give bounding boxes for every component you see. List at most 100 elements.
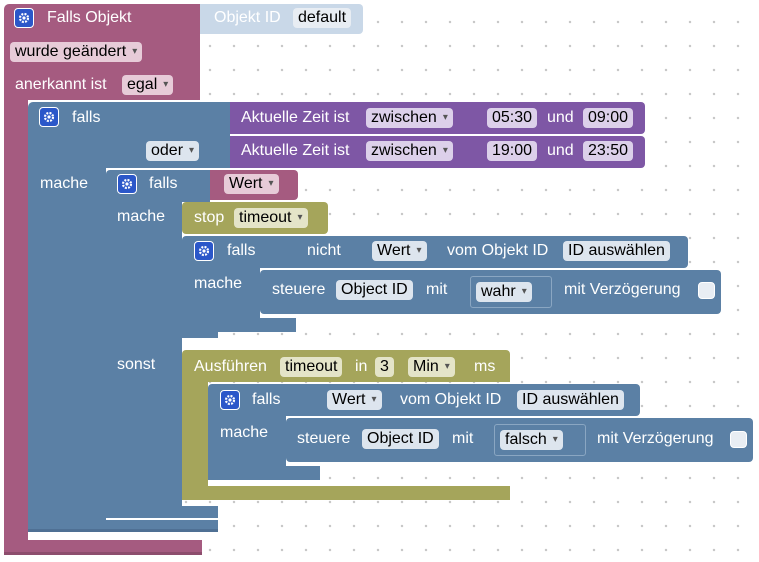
triangle-down-icon: ▾: [442, 145, 448, 156]
control-2-value-socket: [494, 424, 586, 456]
if-block-1-shadow: [28, 529, 218, 532]
triangle-down-icon: ▾: [132, 46, 138, 57]
control-1-bool-value: wahr: [481, 283, 516, 301]
trigger-block-spine: [4, 90, 28, 540]
control-2-delay-checkbox[interactable]: [730, 431, 747, 448]
get-value-2-vom-label: vom Objekt ID: [400, 391, 502, 408]
timeout-block-spine: [182, 382, 208, 488]
trigger-block-footer: [4, 540, 202, 554]
gear-icon[interactable]: [39, 107, 59, 127]
triangle-down-icon: ▾: [297, 212, 303, 223]
trigger-title: Falls Objekt: [47, 9, 132, 26]
objekt-id-label: Objekt ID: [214, 9, 281, 26]
triangle-down-icon: ▾: [521, 286, 527, 297]
control-2-label: steuere: [297, 430, 351, 447]
time-2-und-label: und: [547, 142, 574, 159]
stop-timeout-value: timeout: [239, 209, 292, 227]
not-block[interactable]: [292, 236, 366, 268]
if-2-falls-label: falls: [149, 175, 178, 192]
triangle-down-icon: ▾: [442, 112, 448, 123]
control-2-mit-label: mit: [452, 430, 474, 447]
stop-timeout-dropdown[interactable]: timeout ▾: [234, 208, 308, 228]
or-dropdown[interactable]: oder ▾: [146, 141, 200, 161]
if-block-3-spine: [182, 268, 260, 320]
control-1-object-id-field[interactable]: Object ID: [336, 280, 413, 300]
time-2-op-dropdown[interactable]: zwischen ▾: [366, 141, 453, 161]
time-1-op-dropdown[interactable]: zwischen ▾: [366, 108, 453, 128]
if-1-mache-label: mache: [40, 175, 89, 192]
timeout-name-field[interactable]: timeout: [280, 357, 343, 377]
if-2-mache-label: mache: [117, 208, 166, 225]
triangle-down-icon: ▾: [189, 145, 195, 156]
timeout-unit-dropdown[interactable]: Min ▾: [408, 357, 455, 377]
if-4-falls-label: falls: [252, 391, 281, 408]
get-value-1-vom-label: vom Objekt ID: [447, 242, 549, 259]
time-2-prefix: Aktuelle Zeit ist: [241, 142, 350, 159]
gear-icon[interactable]: [14, 8, 34, 28]
time-2-op: zwischen: [371, 142, 437, 160]
triangle-down-icon: ▾: [163, 79, 169, 90]
if-3-falls-label: falls: [227, 242, 256, 259]
or-value: oder: [151, 142, 184, 160]
control-1-bool-dropdown[interactable]: wahr ▾: [476, 282, 532, 302]
if-1-falls-label: falls: [72, 109, 101, 126]
time-1-from-field[interactable]: 05:30: [487, 108, 538, 128]
control-2-delay-label: mit Verzögerung: [597, 430, 714, 447]
timeout-ms-label: ms: [474, 358, 496, 375]
if-3-mache-label: mache: [194, 275, 243, 292]
triangle-down-icon: ▾: [416, 245, 422, 256]
control-2-object-id-field[interactable]: Object ID: [362, 429, 439, 449]
control-2-bool-value: falsch: [505, 431, 547, 449]
timeout-in-label: in: [355, 358, 368, 375]
control-1-value-socket: [470, 276, 552, 308]
time-1-prefix: Aktuelle Zeit ist: [241, 109, 350, 126]
get-value-1-id-field[interactable]: ID auswählen: [563, 241, 670, 261]
control-1-delay-label: mit Verzögerung: [564, 281, 681, 298]
get-value-2-wert: Wert: [332, 391, 366, 409]
if-block-4-footer: [208, 466, 320, 480]
not-label: nicht: [307, 242, 341, 259]
change-mode-value: wurde geändert: [15, 43, 127, 61]
time-1-to-field[interactable]: 09:00: [583, 108, 634, 128]
time-2-to-field[interactable]: 23:50: [583, 141, 634, 161]
if-block-1-footer: [28, 520, 218, 530]
time-1-op: zwischen: [371, 109, 437, 127]
control-1-mit-label: mit: [426, 281, 448, 298]
time-1-und-label: und: [547, 109, 574, 126]
objekt-id-field[interactable]: default: [293, 8, 352, 28]
triangle-down-icon: ▾: [268, 178, 274, 189]
triangle-down-icon: ▾: [444, 361, 450, 372]
if-block-4-spine: [208, 416, 286, 468]
gear-icon[interactable]: [220, 390, 240, 410]
ack-label: anerkannt ist: [15, 76, 107, 93]
stop-label: stop: [194, 209, 225, 226]
ack-value: egal: [127, 76, 158, 94]
trigger-block-shadow: [4, 552, 202, 555]
get-value-1-wert: Wert: [377, 242, 411, 260]
gear-icon[interactable]: [117, 174, 137, 194]
if-4-mache-label: mache: [220, 424, 269, 441]
ack-dropdown[interactable]: egal ▾: [122, 75, 174, 95]
timeout-block[interactable]: [182, 350, 510, 382]
time-2-from-field[interactable]: 19:00: [487, 141, 538, 161]
control-1-label: steuere: [272, 281, 326, 298]
triangle-down-icon: ▾: [371, 394, 377, 405]
timeout-number-field[interactable]: 3: [375, 357, 394, 377]
if-2-sonst-label: sonst: [117, 356, 156, 373]
if-block-1-spine: [28, 168, 106, 520]
gear-icon[interactable]: [194, 241, 214, 261]
wert-value: Wert: [229, 175, 263, 193]
if-block-3-footer: [182, 318, 296, 332]
timeout-unit-value: Min: [413, 358, 439, 376]
triangle-down-icon: ▾: [552, 434, 558, 445]
if-block-3-foot2: [182, 330, 218, 338]
get-value-1-dropdown[interactable]: Wert ▾: [372, 241, 427, 261]
get-value-2-id-field[interactable]: ID auswählen: [517, 390, 624, 410]
control-1-delay-checkbox[interactable]: [698, 282, 715, 299]
if-block-2-footer: [106, 506, 218, 518]
change-mode-dropdown[interactable]: wurde geändert ▾: [10, 42, 143, 62]
control-2-bool-dropdown[interactable]: falsch ▾: [500, 430, 563, 450]
get-value-2-dropdown[interactable]: Wert ▾: [327, 390, 382, 410]
timeout-label: Ausführen: [194, 358, 267, 375]
wert-dropdown[interactable]: Wert ▾: [224, 174, 279, 194]
